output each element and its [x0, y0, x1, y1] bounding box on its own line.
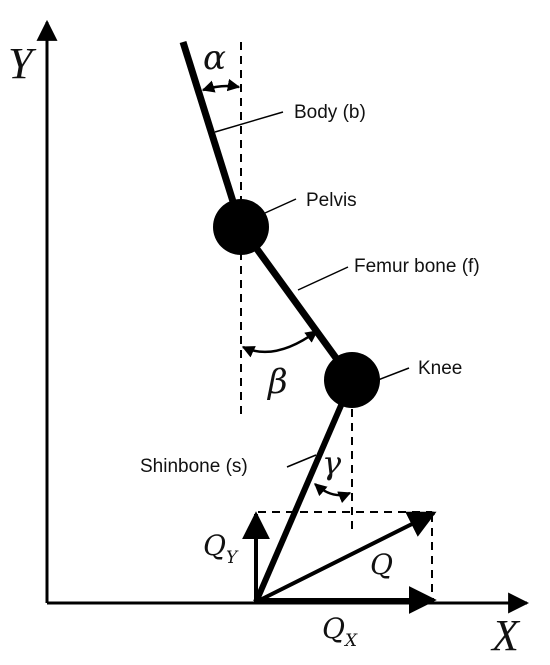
beta-arc — [241, 329, 319, 358]
qy-label: QY — [203, 529, 239, 568]
shinbone-segment — [253, 378, 355, 604]
gamma-label: γ — [322, 444, 342, 482]
q-label: Q — [370, 548, 393, 581]
y-axis-label: Y — [8, 39, 37, 88]
shinbone-leader — [286, 454, 317, 468]
gamma-arc — [314, 483, 352, 504]
femur-leader — [297, 266, 349, 291]
body-label: Body (b) — [294, 102, 366, 123]
q-vector — [255, 511, 437, 604]
qx-subscript: X — [343, 631, 358, 651]
femur-label: Femur bone (f) — [354, 256, 480, 277]
body-segment — [179, 40, 245, 229]
pelvis-joint — [213, 199, 269, 255]
beta-label: β — [266, 362, 288, 402]
pelvis-leader — [264, 198, 297, 214]
shinbone-label: Shinbone (s) — [140, 456, 248, 477]
femur-segment — [238, 224, 355, 383]
body-leader — [214, 111, 284, 133]
alpha-label: α — [203, 38, 226, 78]
qy-subscript: Y — [226, 548, 239, 568]
qx-main: Q — [322, 612, 345, 645]
knee-label: Knee — [418, 358, 462, 379]
knee-leader — [377, 367, 410, 381]
alpha-arc — [201, 78, 241, 93]
knee-joint — [324, 352, 380, 408]
x-axis-label: X — [490, 611, 521, 660]
qy-main: Q — [203, 529, 226, 562]
pelvis-label: Pelvis — [306, 190, 357, 211]
qx-label: QX — [322, 612, 358, 651]
